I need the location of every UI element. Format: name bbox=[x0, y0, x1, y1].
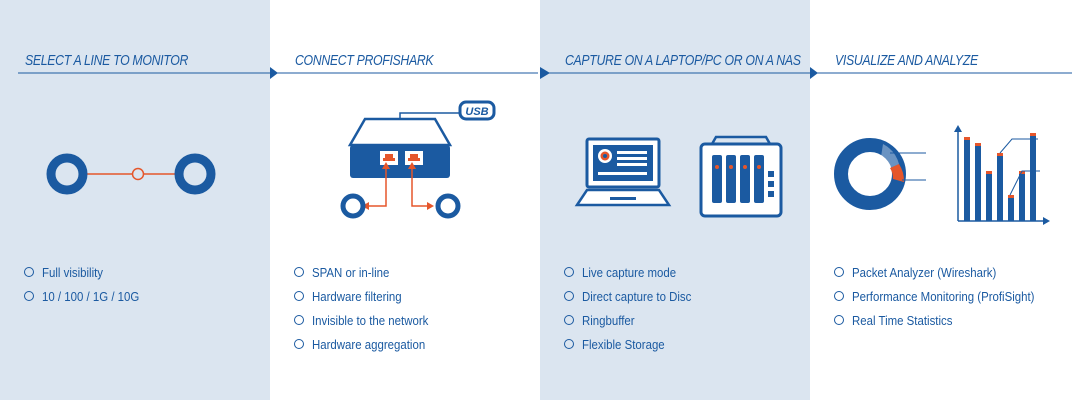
bullet-icon bbox=[294, 267, 304, 277]
step-visualize: VISUALIZE AND ANALYZE bbox=[810, 0, 1080, 400]
list-item: Hardware filtering bbox=[294, 284, 444, 308]
bullet-icon bbox=[24, 267, 34, 277]
list-item: Packet Analyzer (Wireshark) bbox=[834, 260, 1059, 284]
step-select-line: SELECT A LINE TO MONITOR Full visibility… bbox=[0, 0, 270, 400]
bullet-icon bbox=[564, 267, 574, 277]
profishark-device-icon: USB bbox=[340, 100, 496, 219]
bullet-icon bbox=[294, 291, 304, 301]
list-item: Direct capture to Disc bbox=[564, 284, 706, 308]
step-capture: CAPTURE ON A LAPTOP/PC OR ON A NAS bbox=[540, 0, 810, 400]
nas-icon bbox=[699, 135, 783, 218]
bullet-icon bbox=[834, 267, 844, 277]
bullet-icon bbox=[294, 339, 304, 349]
donut-chart-icon bbox=[834, 138, 926, 210]
bullet-icon bbox=[834, 315, 844, 325]
list-item: Performance Monitoring (ProfiSight) bbox=[834, 284, 1059, 308]
laptop-icon bbox=[574, 137, 672, 207]
bullet-icon bbox=[564, 315, 574, 325]
step-title: CONNECT PROFISHARK bbox=[295, 52, 434, 69]
feature-list: SPAN or in-line Hardware filtering Invis… bbox=[294, 260, 444, 356]
line-monitor-icon bbox=[46, 153, 216, 195]
analysis-charts-icon bbox=[834, 125, 1050, 225]
list-item: Flexible Storage bbox=[564, 332, 706, 356]
laptop-nas-icon bbox=[574, 135, 783, 218]
bullet-icon bbox=[564, 291, 574, 301]
feature-list: Full visibility 10 / 100 / 1G / 10G bbox=[24, 260, 153, 308]
list-item: Ringbuffer bbox=[564, 308, 706, 332]
list-item: Invisible to the network bbox=[294, 308, 444, 332]
step-title: SELECT A LINE TO MONITOR bbox=[25, 52, 189, 69]
list-item: Full visibility bbox=[24, 260, 153, 284]
list-item: Real Time Statistics bbox=[834, 308, 1059, 332]
list-item: Hardware aggregation bbox=[294, 332, 444, 356]
step-title: CAPTURE ON A LAPTOP/PC OR ON A NAS bbox=[565, 52, 801, 69]
usb-icon: USB bbox=[458, 100, 496, 121]
list-item: SPAN or in-line bbox=[294, 260, 444, 284]
bar-chart-icon bbox=[954, 125, 1050, 225]
bullet-icon bbox=[294, 315, 304, 325]
feature-list: Live capture mode Direct capture to Disc… bbox=[564, 260, 706, 356]
bullet-icon bbox=[834, 291, 844, 301]
bullet-icon bbox=[564, 339, 574, 349]
svg-text:USB: USB bbox=[465, 106, 488, 118]
feature-list: Packet Analyzer (Wireshark) Performance … bbox=[834, 260, 1059, 332]
bullet-icon bbox=[24, 291, 34, 301]
step-title: VISUALIZE AND ANALYZE bbox=[835, 52, 978, 69]
list-item: 10 / 100 / 1G / 10G bbox=[24, 284, 153, 308]
list-item: Live capture mode bbox=[564, 260, 706, 284]
step-connect-profishark: CONNECT PROFISHARK USB bbox=[270, 0, 540, 400]
